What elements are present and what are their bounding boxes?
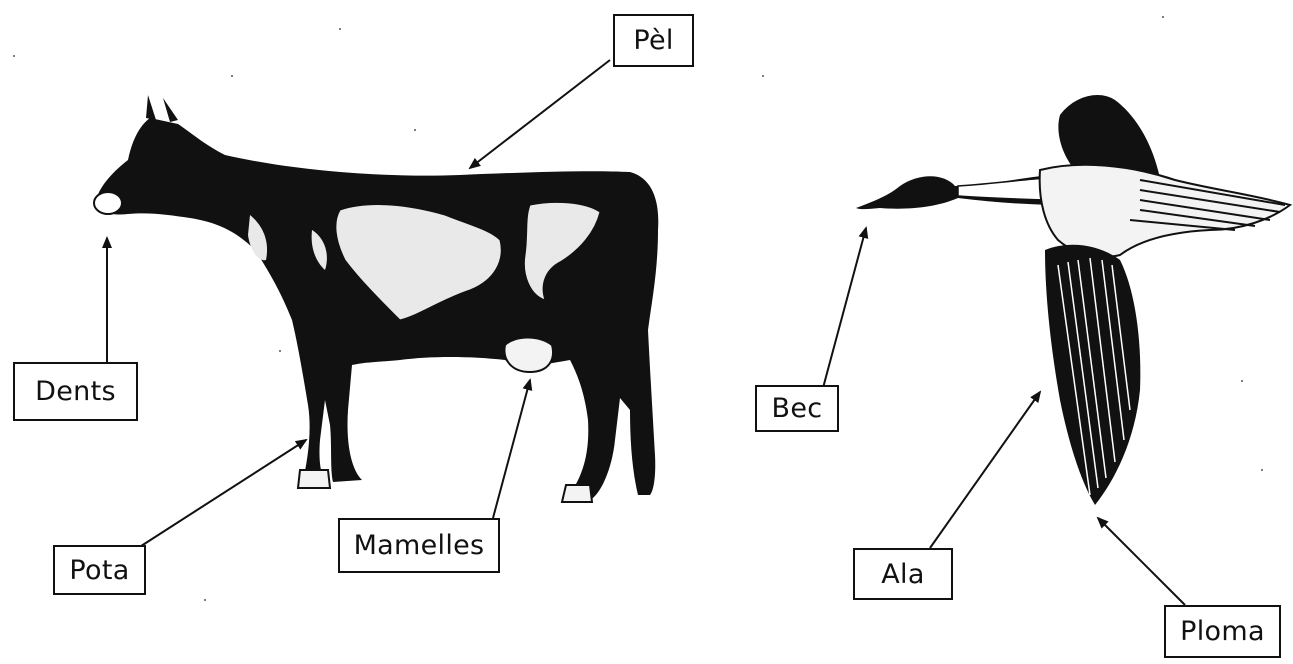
label-bec: Bec	[755, 385, 839, 432]
arrow-ala	[930, 392, 1040, 548]
arrow-pota	[138, 440, 306, 548]
label-pota: Pota	[53, 545, 146, 595]
label-ploma: Ploma	[1164, 605, 1281, 658]
arrow-bec	[823, 228, 866, 388]
arrow-pel	[470, 60, 610, 168]
arrow-ploma	[1098, 518, 1185, 605]
label-dents: Dents	[13, 362, 138, 421]
label-pel: Pèl	[613, 14, 694, 67]
label-mamelles: Mamelles	[338, 518, 500, 573]
label-ala: Ala	[853, 548, 953, 600]
arrow-mamelles	[493, 380, 530, 518]
duck-illustration	[856, 95, 1290, 505]
cow-illustration	[94, 95, 658, 502]
